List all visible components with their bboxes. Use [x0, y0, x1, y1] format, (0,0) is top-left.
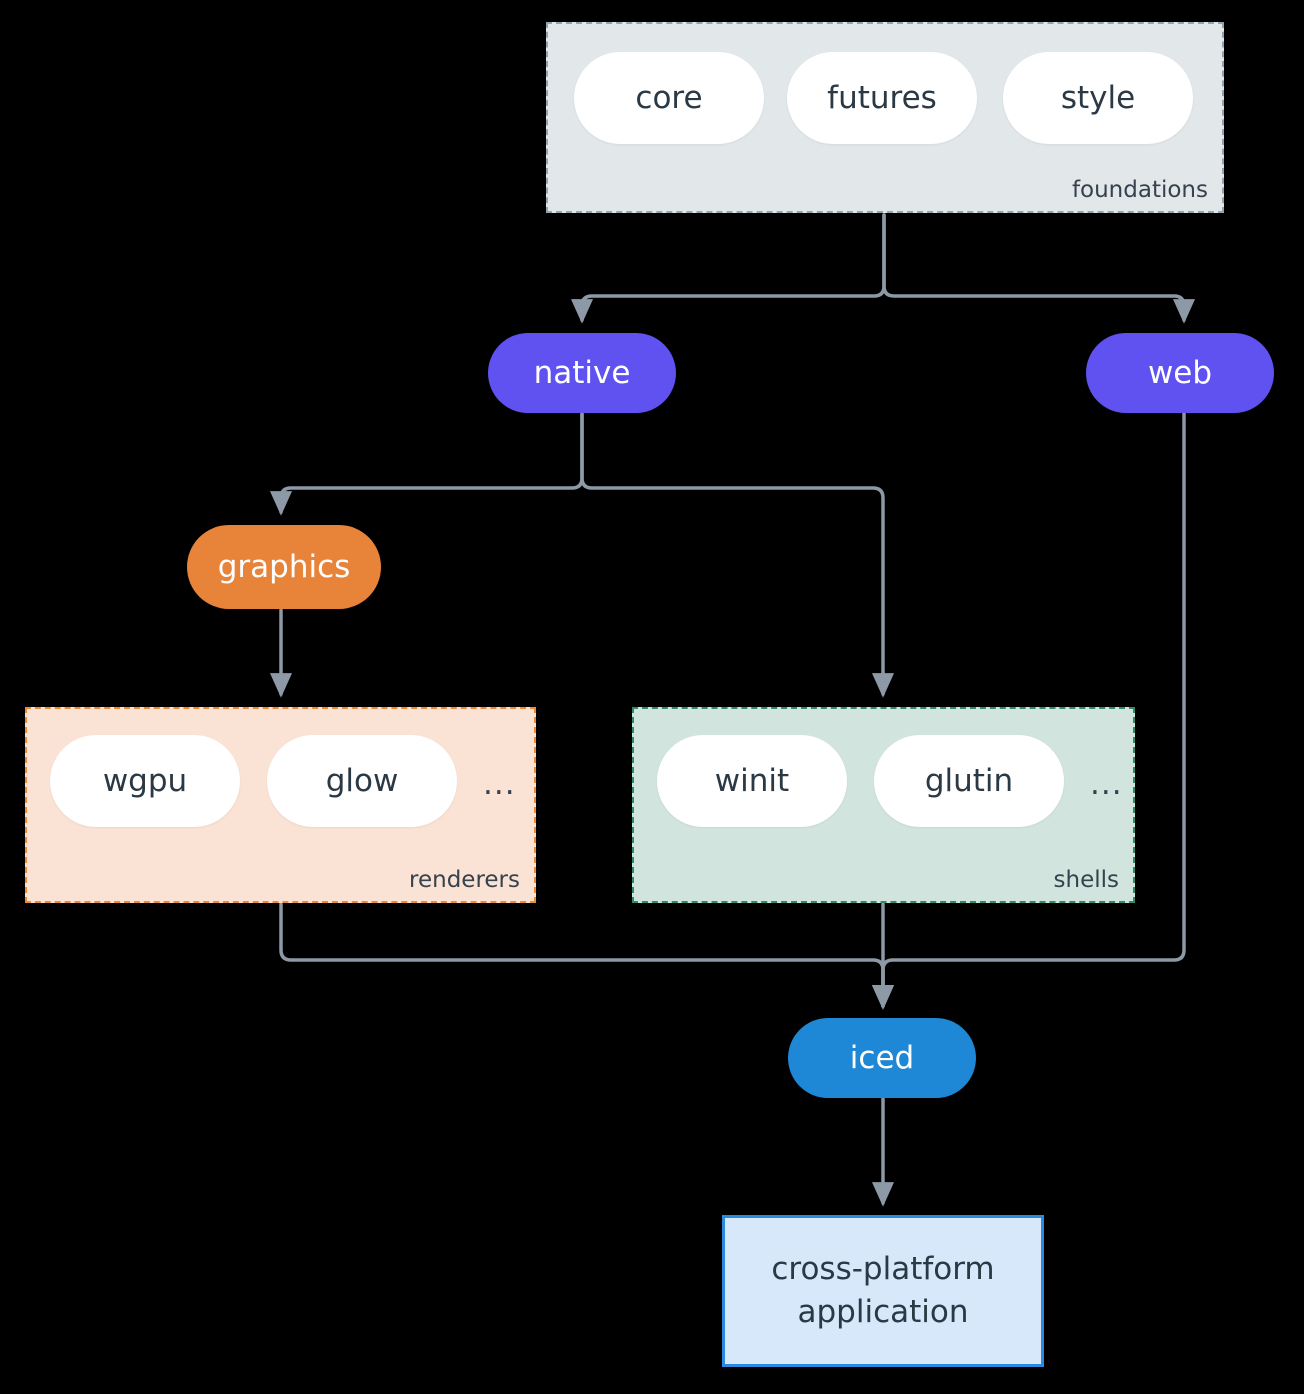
node-futures-label: futures: [827, 80, 937, 116]
edge-renderers-iced: [279, 902, 895, 1010]
cluster-foundations: core futures style foundations: [546, 22, 1224, 213]
application-label-line2: application: [797, 1294, 969, 1330]
edge-native-graphics: [269, 412, 584, 516]
node-web-label: web: [1147, 355, 1213, 391]
node-style[interactable]: style: [1003, 52, 1193, 144]
cluster-foundations-label: foundations: [1071, 177, 1208, 203]
cluster-renderers-label: renderers: [409, 867, 520, 893]
cluster-shells-label: shells: [1053, 867, 1119, 893]
node-iced-label: iced: [849, 1040, 915, 1076]
node-native-label: native: [533, 355, 631, 391]
node-web[interactable]: web: [1086, 333, 1274, 413]
renderers-ellipsis: ...: [483, 766, 516, 802]
node-winit-label: winit: [714, 763, 790, 799]
edge-foundations-web: [882, 213, 1196, 324]
node-glutin-label: glutin: [924, 763, 1014, 799]
node-wgpu[interactable]: wgpu: [50, 735, 240, 827]
node-glutin[interactable]: glutin: [874, 735, 1064, 827]
node-style-label: style: [1060, 80, 1136, 116]
node-core[interactable]: core: [574, 52, 764, 144]
application-label-line1: cross-platform: [771, 1251, 995, 1288]
edge-foundations-native: [570, 213, 886, 324]
node-wgpu-label: wgpu: [102, 763, 188, 799]
node-core-label: core: [635, 80, 703, 116]
edge-native-shells: [580, 412, 895, 698]
node-glow[interactable]: glow: [267, 735, 457, 827]
node-glow-label: glow: [325, 763, 399, 799]
node-futures[interactable]: futures: [787, 52, 977, 144]
node-winit[interactable]: winit: [657, 735, 847, 827]
cluster-shells: winit glutin ... shells: [632, 707, 1135, 903]
node-cross-platform-application[interactable]: cross-platform application: [722, 1215, 1044, 1367]
node-graphics-label: graphics: [217, 549, 351, 585]
shells-ellipsis: ...: [1090, 766, 1123, 802]
node-graphics[interactable]: graphics: [187, 525, 381, 609]
cluster-renderers: wgpu glow ... renderers: [25, 707, 536, 903]
node-native[interactable]: native: [488, 333, 676, 413]
node-iced[interactable]: iced: [788, 1018, 976, 1098]
